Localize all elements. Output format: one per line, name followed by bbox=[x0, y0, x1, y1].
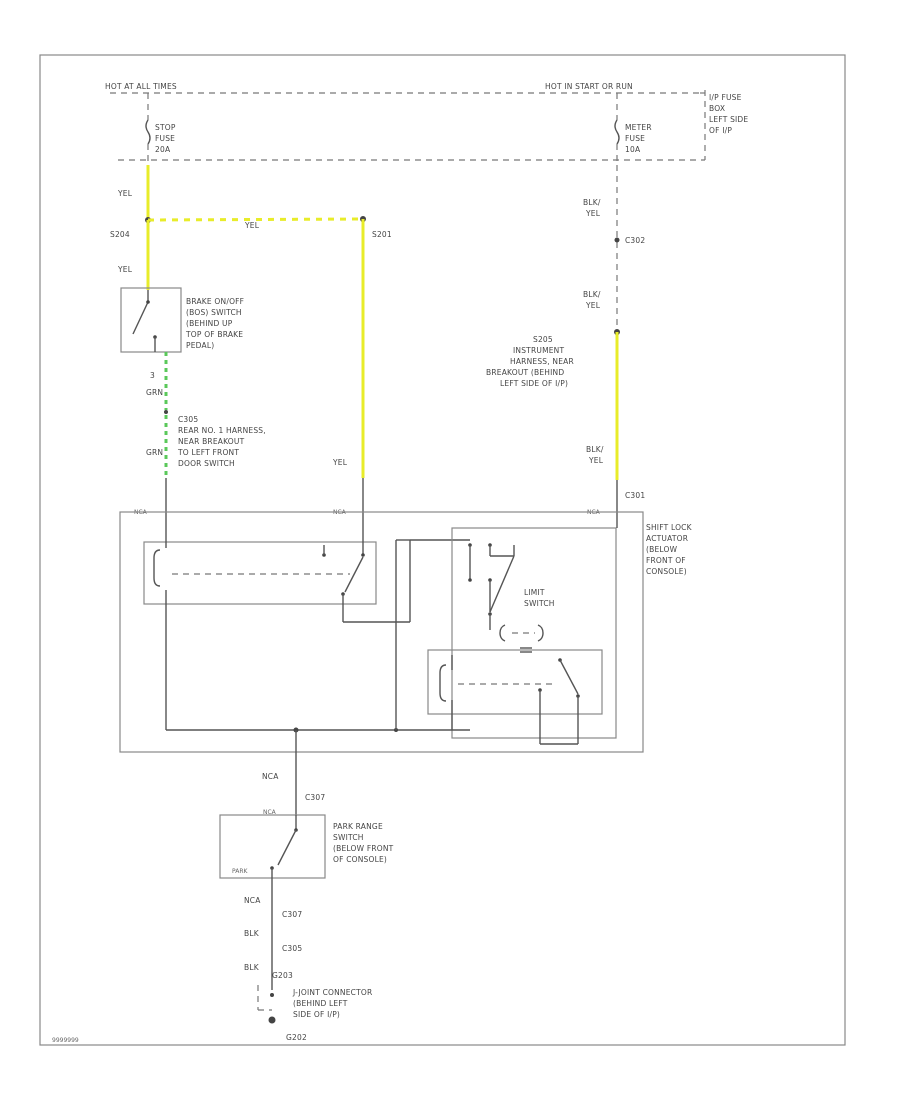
instrument-harness-label-3: BREAKOUT (BEHIND bbox=[486, 368, 564, 377]
nca-label-4: NCA bbox=[262, 772, 279, 781]
g203-label: G203 bbox=[272, 971, 293, 980]
inner-solenoid-coil-icon bbox=[439, 664, 447, 702]
brake-switch-contact bbox=[132, 301, 149, 335]
rear-harness-label-0: C305 bbox=[178, 415, 198, 424]
nca-top-label: NCA bbox=[263, 809, 277, 816]
brake-switch-label-3: TOP OF BRAKE bbox=[185, 330, 243, 339]
instrument-harness-label-4: LEFT SIDE OF I/P) bbox=[500, 379, 568, 388]
c302-label: C302 bbox=[625, 236, 645, 245]
park-range-switch-contact bbox=[277, 829, 297, 866]
blk-label-2: BLK bbox=[244, 963, 260, 972]
park-range-label-2: (BELOW FRONT bbox=[333, 844, 394, 853]
solenoid-switch-contact bbox=[344, 556, 364, 593]
power-left-label: HOT AT ALL TIMES bbox=[105, 82, 177, 91]
wire-num-label: 3 bbox=[150, 371, 155, 380]
brake-switch-label-2: (BEHIND UP bbox=[186, 319, 233, 328]
park-label: PARK bbox=[232, 868, 249, 875]
instrument-harness-label-2: HARNESS, NEAR bbox=[510, 357, 574, 366]
rear-harness-label-4: DOOR SWITCH bbox=[178, 459, 235, 468]
meter-fuse-label-0: METER bbox=[625, 123, 652, 132]
yel-label-4: YEL bbox=[332, 458, 348, 467]
meter-fuse-label-1: FUSE bbox=[625, 134, 645, 143]
actuator-label-1: ACTUATOR bbox=[646, 534, 688, 543]
actuator-label-3: FRONT OF bbox=[646, 556, 686, 565]
rear-harness-label-3: TO LEFT FRONT bbox=[177, 448, 239, 457]
blk-yel-label-2b: YEL bbox=[585, 301, 601, 310]
yel-label-2: YEL bbox=[244, 221, 260, 230]
stop-fuse-label-1: FUSE bbox=[155, 134, 175, 143]
brake-switch-label-0: BRAKE ON/OFF bbox=[186, 297, 244, 306]
blk-yel-label-1a: BLK/ bbox=[583, 198, 601, 207]
ground-label-2: SIDE OF I/P) bbox=[293, 1010, 340, 1019]
connector-c305 bbox=[164, 410, 168, 414]
rear-harness-label-2: NEAR BREAKOUT bbox=[178, 437, 245, 446]
fuse-box-label-2: LEFT SIDE bbox=[709, 115, 748, 124]
ground-label-0: J-JOINT CONNECTOR bbox=[292, 988, 372, 997]
c307-label-2: C307 bbox=[282, 910, 302, 919]
solenoid-coil-icon bbox=[153, 549, 161, 587]
footer-code: 9999999 bbox=[52, 1037, 79, 1044]
blk-yel-label-3a: BLK/ bbox=[586, 445, 604, 454]
limit-switch-area bbox=[451, 527, 617, 739]
meter-fuse-label-2: 10A bbox=[625, 145, 641, 154]
shift-lock-actuator-box bbox=[119, 511, 644, 753]
c307-label-1: C307 bbox=[305, 793, 325, 802]
brake-switch-box bbox=[120, 287, 182, 353]
grn-label-1: GRN bbox=[146, 388, 163, 397]
park-range-label-0: PARK RANGE bbox=[333, 822, 383, 831]
meter-fuse-icon bbox=[614, 119, 620, 145]
blk-yel-label-1b: YEL bbox=[585, 209, 601, 218]
c301-label: C301 bbox=[625, 491, 645, 500]
stop-fuse-label-2: 20A bbox=[155, 145, 171, 154]
stop-fuse-label-0: STOP bbox=[155, 123, 176, 132]
blk-label-1: BLK bbox=[244, 929, 260, 938]
diagram-frame bbox=[39, 54, 846, 1046]
stop-fuse-icon bbox=[145, 119, 151, 145]
limit-switch-cam-icon bbox=[499, 624, 506, 642]
c305-label: C305 bbox=[282, 944, 302, 953]
fuse-box-label-1: BOX bbox=[709, 104, 725, 113]
ground-icon bbox=[268, 1016, 276, 1024]
blk-yel-label-2a: BLK/ bbox=[583, 290, 601, 299]
fuse-box-label-3: OF I/P bbox=[709, 126, 732, 135]
limit-switch-label-1: SWITCH bbox=[524, 599, 555, 608]
splice-s204-label: S204 bbox=[110, 230, 130, 239]
fuse-box-label-0: I/P FUSE bbox=[709, 93, 742, 102]
park-range-label-1: SWITCH bbox=[333, 833, 364, 842]
park-range-label-3: OF CONSOLE) bbox=[333, 855, 387, 864]
power-right-label: HOT IN START OR RUN bbox=[545, 82, 633, 91]
grn-label-2: GRN bbox=[146, 448, 163, 457]
blk-yel-label-3b: YEL bbox=[588, 456, 604, 465]
yel-label-1: YEL bbox=[117, 189, 133, 198]
splice-s201-label: S201 bbox=[372, 230, 392, 239]
ground-label-1: (BEHIND LEFT bbox=[293, 999, 348, 1008]
actuator-label-0: SHIFT LOCK bbox=[646, 523, 693, 532]
instrument-harness-label-1: INSTRUMENT bbox=[513, 346, 564, 355]
yel-label-3: YEL bbox=[117, 265, 133, 274]
actuator-label-4: CONSOLE) bbox=[646, 567, 687, 576]
connector-c302 bbox=[614, 237, 620, 243]
brake-switch-label-1: (BOS) SWITCH bbox=[186, 308, 242, 317]
rear-harness-label-1: REAR NO. 1 HARNESS, bbox=[178, 426, 266, 435]
nca-label-5: NCA bbox=[244, 896, 261, 905]
solenoid-box bbox=[143, 541, 377, 605]
instrument-harness-label-0: S205 bbox=[533, 335, 553, 344]
brake-switch-label-4: PEDAL) bbox=[186, 341, 214, 350]
limit-switch-label-0: LIMIT bbox=[524, 588, 545, 597]
yel-wire-s204-s201 bbox=[147, 217, 364, 222]
ground-id-label: G202 bbox=[286, 1033, 307, 1042]
inner-solenoid-box bbox=[427, 649, 603, 715]
actuator-label-2: (BELOW bbox=[646, 545, 678, 554]
